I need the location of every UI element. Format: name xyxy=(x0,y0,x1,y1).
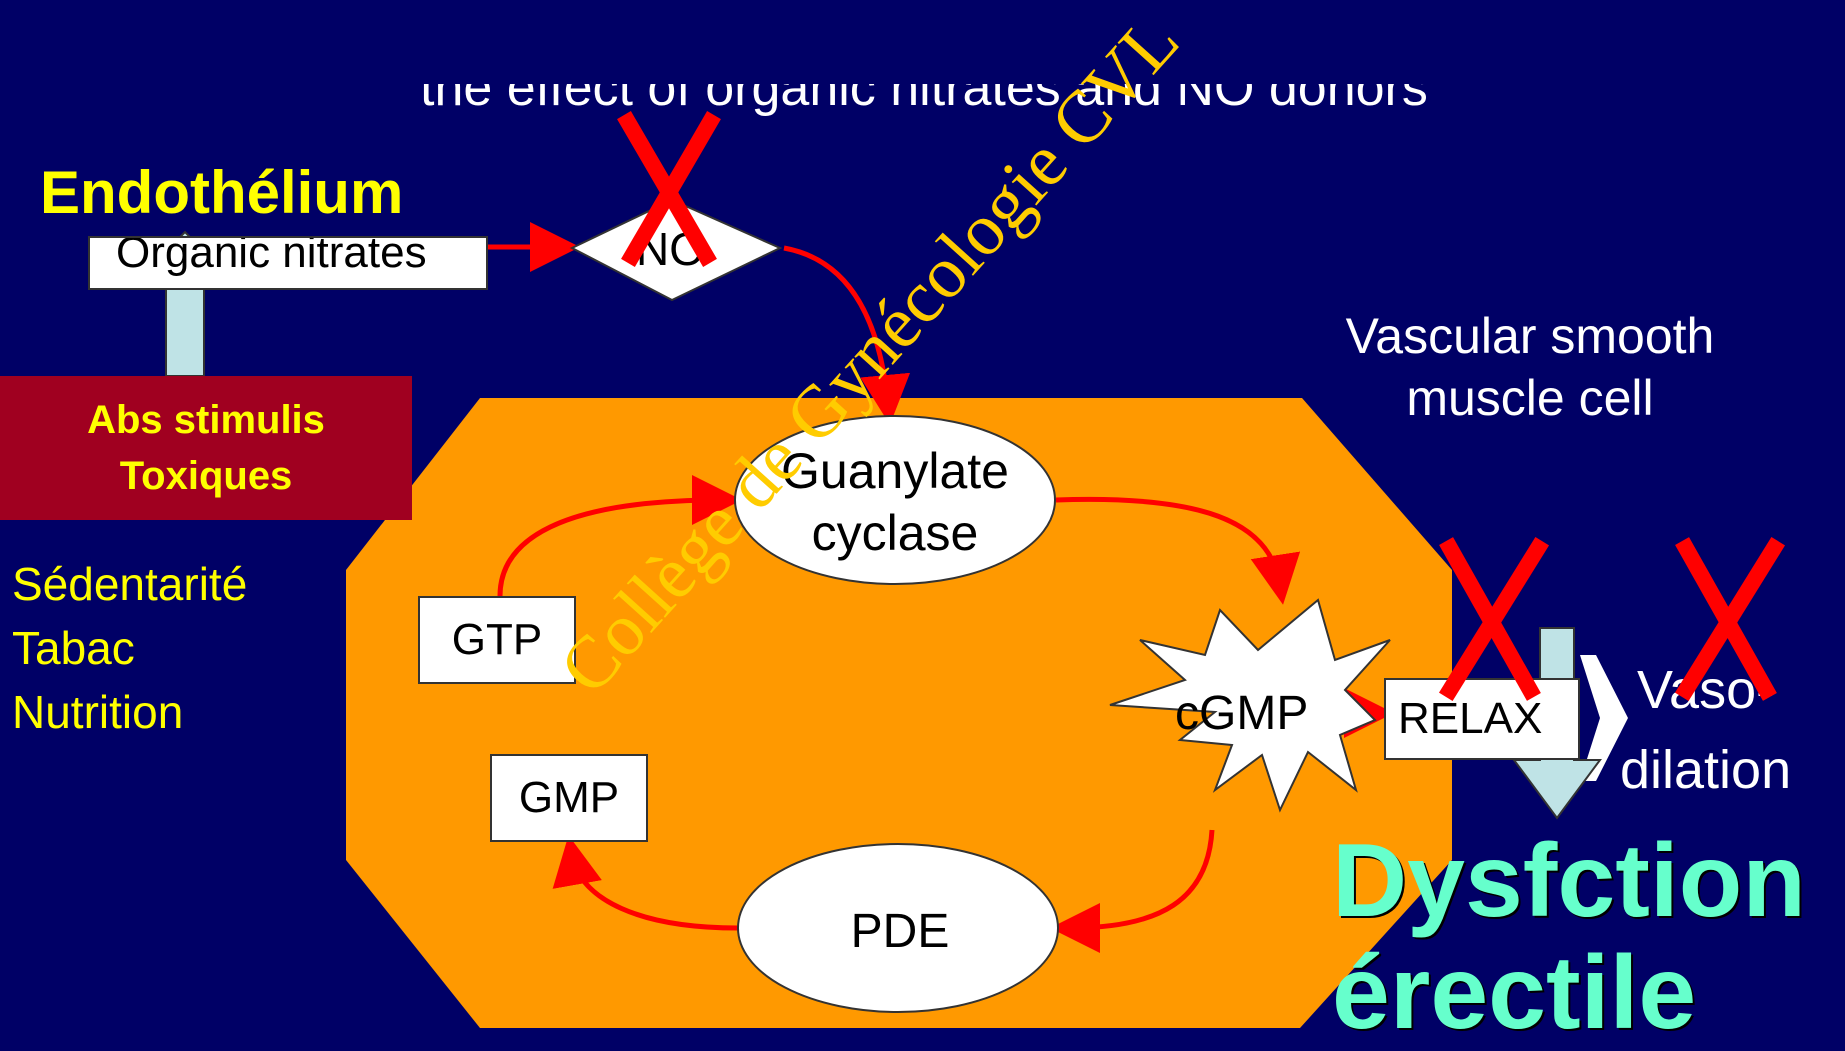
no-diamond xyxy=(569,198,783,302)
arrow-gtp-to-guanylate xyxy=(497,475,742,597)
pde-ellipse xyxy=(737,843,1059,1013)
gmp-box: GMP xyxy=(490,754,648,842)
cgmp-starburst xyxy=(1109,598,1391,813)
arrow-pde-to-gmp xyxy=(552,835,739,931)
smooth-muscle-cell-shape xyxy=(346,398,1452,1028)
cross-vasodilation-icon xyxy=(1674,536,1786,702)
abs-stimulis-label: Abs stimulis xyxy=(87,398,325,442)
risk-factor-item: Tabac xyxy=(12,622,135,674)
relax-box: RELAX xyxy=(1384,678,1580,760)
arrow-guanylate-to-cgmp xyxy=(1055,496,1301,605)
slide-title: the effect of organic nitrates and NO do… xyxy=(420,84,1428,117)
organic-nitrates-box: Organic nitrates xyxy=(88,236,488,290)
vasodilation-label: Vaso- dilation xyxy=(1620,660,1792,800)
risk-factor-item: Sédentarité xyxy=(12,558,248,610)
arrow-no-to-guanylate xyxy=(783,245,911,425)
cross-relax-icon xyxy=(1438,536,1550,702)
erectile-dysfunction-label: Dysfction érectile xyxy=(1332,823,1806,1051)
risk-factors-list: Sédentarité Tabac Nutrition xyxy=(12,552,247,744)
guanylate-cyclase-label: Guanylate cyclase xyxy=(781,443,1009,561)
abs-stimulis-box: Abs stimulis Toxiques xyxy=(0,376,412,520)
cgmp-label: cGMP xyxy=(1175,687,1309,740)
cross-no-icon xyxy=(617,111,721,267)
arrow-relax-to-vasodilation xyxy=(1580,655,1628,781)
endothelium-label: Endothélium xyxy=(40,159,404,226)
toxiques-label: Toxiques xyxy=(119,454,293,498)
pde-label: PDE xyxy=(850,905,950,958)
arrow-cgmp-to-pde xyxy=(1050,829,1215,953)
guanylate-cyclase-ellipse xyxy=(734,415,1056,585)
gtp-box: GTP xyxy=(418,596,576,684)
vascular-smooth-muscle-label: Vascular smooth muscle cell xyxy=(1345,308,1715,426)
risk-factor-item: Nutrition xyxy=(12,686,184,738)
